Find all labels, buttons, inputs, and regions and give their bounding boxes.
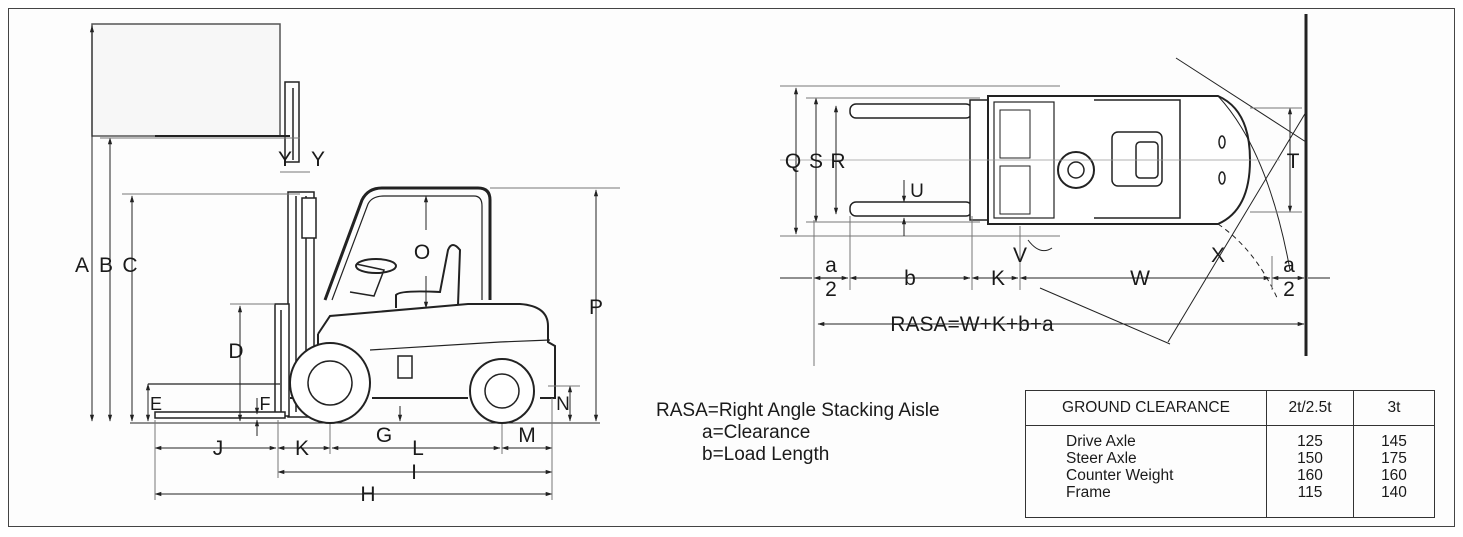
value-steer-axle-col2: 175 bbox=[1381, 450, 1407, 467]
table-row: Drive Axle Steer Axle Counter Weight Fra… bbox=[1025, 425, 1435, 518]
value-counter-weight-col2: 160 bbox=[1381, 467, 1407, 484]
value-frame-col1: 115 bbox=[1297, 484, 1323, 501]
label-N: N bbox=[556, 394, 570, 415]
label-M: M bbox=[518, 424, 536, 447]
label-a-left-denominator: 2 bbox=[825, 278, 837, 301]
label-Q: Q bbox=[785, 150, 801, 173]
top-fork-upper bbox=[849, 103, 973, 119]
legend-clearance: a=Clearance bbox=[702, 422, 811, 443]
rasa-formula: RASA=W+K+b+a bbox=[890, 313, 1054, 336]
label-S: S bbox=[809, 150, 823, 173]
row-label-drive-axle: Drive Axle bbox=[1066, 433, 1136, 450]
label-H: H bbox=[360, 483, 375, 506]
label-E: E bbox=[150, 394, 162, 414]
raised-carriage bbox=[284, 81, 300, 163]
table-header-col1: 2t/2.5t bbox=[1266, 390, 1354, 426]
label-I: I bbox=[411, 461, 417, 484]
value-drive-axle-col1: 125 bbox=[1297, 433, 1323, 450]
table-header-row: GROUND CLEARANCE 2t/2.5t 3t bbox=[1025, 390, 1435, 426]
label-T: T bbox=[1287, 150, 1300, 173]
label-X: X bbox=[1211, 244, 1225, 267]
legend: RASA=Right Angle Stacking Aisle a=Cleara… bbox=[656, 400, 940, 466]
row-label-frame: Frame bbox=[1066, 484, 1111, 501]
label-Y-right: Y bbox=[311, 148, 325, 171]
label-R: R bbox=[830, 150, 845, 173]
ground-clearance-table: GROUND CLEARANCE 2t/2.5t 3t Drive Axle S… bbox=[1025, 390, 1435, 518]
top-fork-lower bbox=[849, 201, 973, 217]
label-G: G bbox=[376, 424, 392, 447]
front-wheel bbox=[289, 342, 371, 424]
label-D: D bbox=[228, 340, 243, 363]
table-col1-values: 125 150 160 115 bbox=[1266, 425, 1354, 518]
table-col2-values: 145 175 160 140 bbox=[1353, 425, 1435, 518]
value-steer-axle-col1: 150 bbox=[1297, 450, 1323, 467]
label-a-left-numerator: a bbox=[825, 254, 837, 277]
label-b: b bbox=[904, 267, 916, 290]
label-V: V bbox=[1013, 244, 1027, 267]
seat bbox=[395, 244, 462, 308]
table-row-labels: Drive Axle Steer Axle Counter Weight Fra… bbox=[1025, 425, 1267, 518]
label-O: O bbox=[414, 241, 430, 264]
label-P: P bbox=[589, 296, 603, 319]
forklift-side-view bbox=[91, 23, 600, 424]
label-L: L bbox=[412, 437, 424, 460]
top-seat bbox=[1111, 131, 1163, 187]
legend-load-length: b=Load Length bbox=[702, 444, 830, 465]
label-K-side: K bbox=[295, 437, 309, 460]
label-a-right-numerator: a bbox=[1283, 254, 1295, 277]
label-A: A bbox=[75, 254, 89, 277]
overhead-guard bbox=[323, 186, 492, 301]
label-C: C bbox=[122, 254, 137, 277]
label-K-top: K bbox=[991, 267, 1005, 290]
label-J: J bbox=[213, 437, 224, 460]
value-frame-col2: 140 bbox=[1381, 484, 1407, 501]
label-U: U bbox=[910, 181, 924, 202]
top-steering-wheel bbox=[1057, 151, 1095, 189]
carriage bbox=[274, 303, 290, 417]
steering-wheel bbox=[355, 258, 397, 274]
table-header-label: GROUND CLEARANCE bbox=[1025, 390, 1267, 426]
side-dimension-lines bbox=[89, 25, 620, 500]
raised-load bbox=[91, 23, 281, 137]
label-a-right-denominator: 2 bbox=[1283, 278, 1295, 301]
label-Y-left: Y bbox=[278, 148, 292, 171]
label-F: F bbox=[260, 394, 271, 414]
value-counter-weight-col1: 160 bbox=[1297, 467, 1323, 484]
counterweight-body bbox=[317, 303, 556, 399]
legend-rasa: RASA=Right Angle Stacking Aisle bbox=[656, 400, 940, 421]
rear-wheel bbox=[469, 358, 535, 424]
row-label-counter-weight: Counter Weight bbox=[1066, 467, 1174, 484]
label-W: W bbox=[1130, 267, 1150, 290]
row-label-steer-axle: Steer Axle bbox=[1066, 450, 1137, 467]
value-drive-axle-col2: 145 bbox=[1381, 433, 1407, 450]
top-dimension-lines bbox=[780, 85, 1330, 366]
label-B: B bbox=[99, 254, 113, 277]
table-header-col2: 3t bbox=[1353, 390, 1435, 426]
